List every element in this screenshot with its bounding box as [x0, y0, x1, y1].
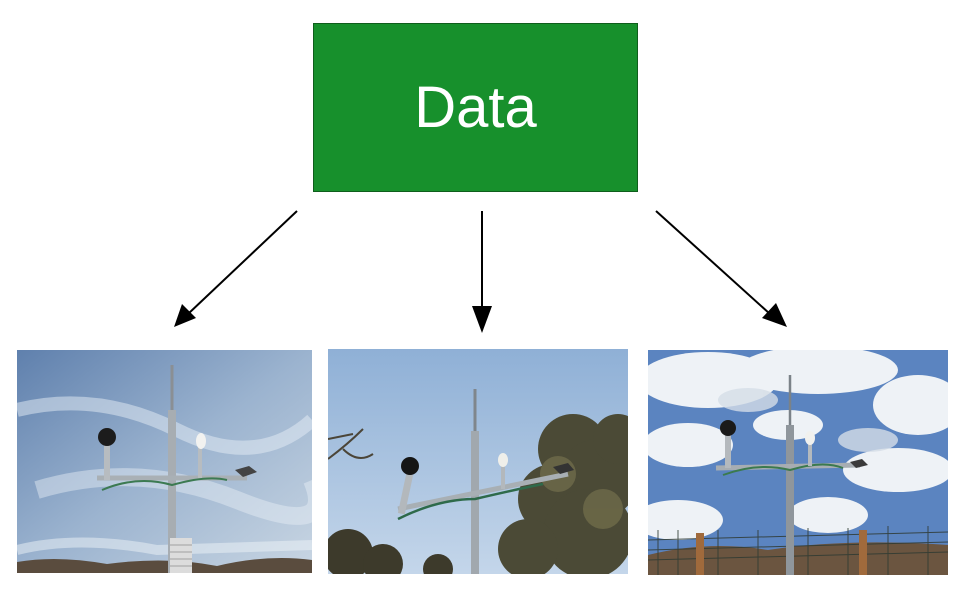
arrow-center: [472, 211, 492, 333]
weather-station-photo-3: [648, 350, 948, 575]
data-box: Data: [313, 23, 638, 192]
weather-station-photo-1: [17, 350, 312, 573]
arrow-right: [655, 210, 787, 327]
weather-station-photo-2: [328, 349, 628, 574]
data-box-label: Data: [414, 75, 537, 140]
arrow-left: [174, 210, 298, 327]
